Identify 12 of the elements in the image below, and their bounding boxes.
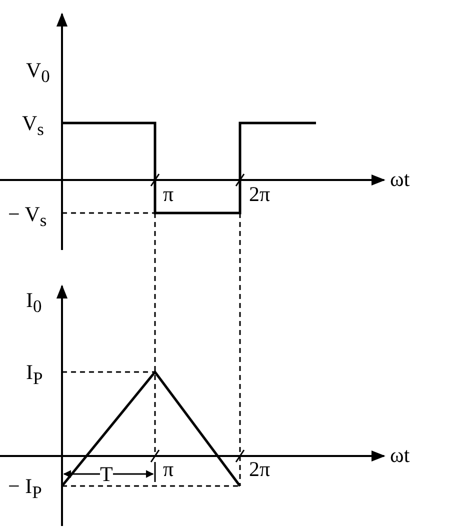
level-label: I$_{P}$ [26,362,43,388]
tick-label: 2π [249,459,270,480]
level-label: V$_{s}$ [22,113,44,139]
level-label: − V$_{s}$ [8,204,47,230]
tick-label: π [163,459,174,480]
axis-label: I$_{0}$ [26,290,42,316]
tick-label: 2π [249,184,270,205]
axis-label: ωt [390,445,410,466]
tick-label: π [163,184,174,205]
axis-label: ωt [390,169,410,190]
level-label: − I$_{P}$ [8,476,42,502]
axis-label: V$_{0}$ [26,60,50,86]
